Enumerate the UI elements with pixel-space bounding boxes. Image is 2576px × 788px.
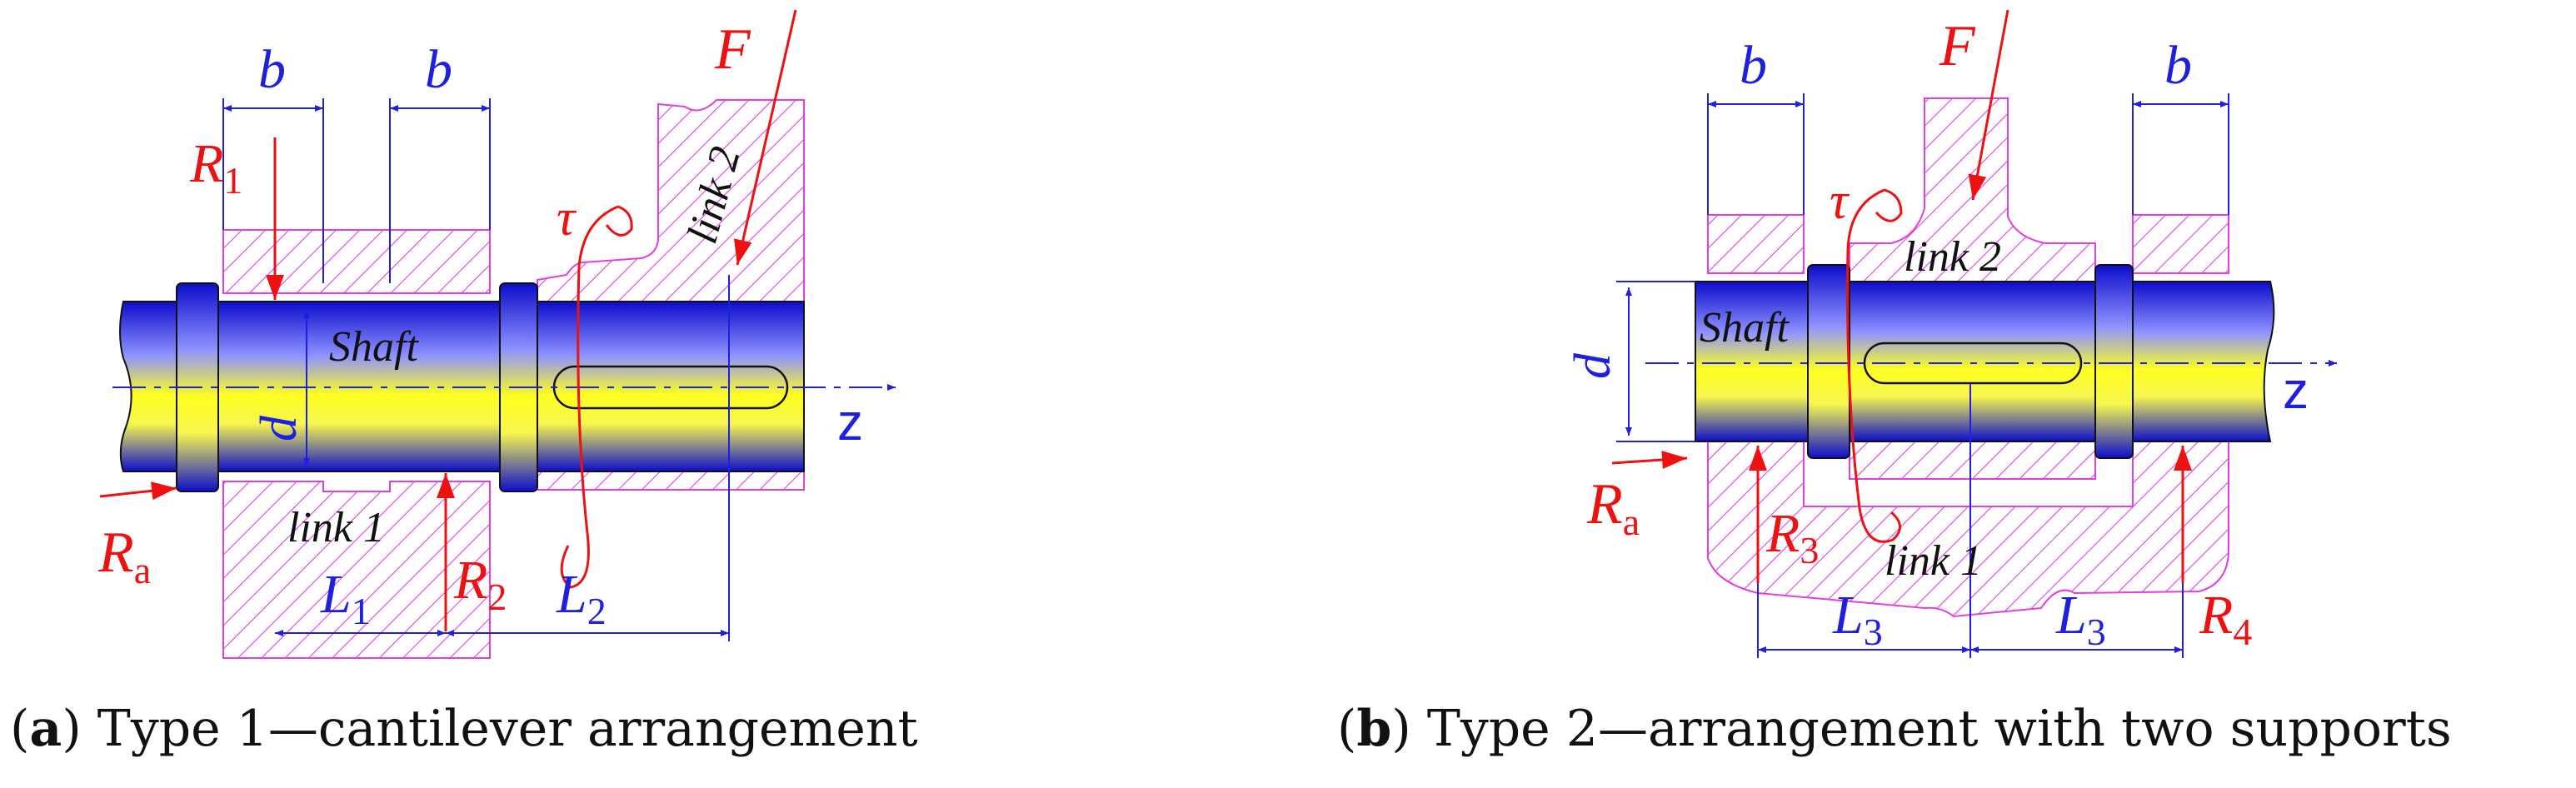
dim-d-b (1616, 281, 1695, 442)
label-L3a: L3 (1832, 585, 1883, 653)
dim-b-a (222, 98, 491, 283)
caption-b-letter: b (1356, 700, 1392, 758)
label-link1-a: link 1 (287, 504, 385, 551)
bearing-top-left-b (1707, 214, 1805, 274)
force-Ra-b (1611, 451, 1688, 469)
label-b2-a: b (425, 39, 452, 100)
label-R1: R1 (189, 133, 242, 202)
force-F-a (733, 9, 797, 266)
label-d-a: d (251, 415, 307, 441)
caption-a-letter: a (29, 700, 62, 758)
panel-a-diagram: b b R1 F τ link 2 Shaft d z Ra link 1 L1… (97, 9, 896, 659)
label-d-b: d (1565, 352, 1621, 379)
label-R3: R3 (1765, 503, 1819, 571)
label-tau-a: τ (557, 190, 577, 247)
shaft-collar-b1 (1807, 264, 1850, 459)
torque-tau-a-loop (605, 205, 633, 237)
torque-tau-b (1846, 188, 1901, 543)
dim-L-a (275, 275, 730, 641)
torque-tau-a (560, 205, 619, 589)
link1-hatch-b (1707, 441, 2229, 618)
label-R4: R4 (2199, 585, 2252, 653)
caption-b-text: Type 2—arrangement with two supports (1426, 700, 2452, 758)
label-L2: L2 (556, 564, 607, 632)
label-z-a: z (837, 394, 863, 451)
bearing-top-right-b (2132, 214, 2229, 274)
dim-b-b (1707, 93, 2229, 215)
label-shaft-b: Shaft (1700, 304, 1790, 352)
keyway-b (1863, 342, 2083, 385)
label-tau-b: τ (1830, 173, 1850, 230)
label-b1-a: b (258, 39, 286, 100)
label-b1-b: b (1740, 35, 1767, 96)
label-shaft-a: Shaft (329, 323, 419, 371)
force-F-b (1968, 9, 2009, 201)
label-link1-b: link 1 (1885, 537, 1982, 585)
link1-lower-hatch (222, 481, 491, 659)
label-L3b: L3 (2055, 585, 2106, 653)
label-L1: L1 (320, 564, 371, 632)
label-R2: R2 (453, 550, 507, 618)
label-F-a: F (714, 17, 751, 82)
label-z-b: z (2283, 362, 2309, 420)
caption-a: (a) Type 1—cantilever arrangement (10, 700, 918, 758)
caption-a-text: Type 1—cantilever arrangement (97, 700, 918, 758)
link1-upper-hatch (222, 229, 491, 294)
label-Ra-a: Ra (97, 521, 151, 591)
torque-tau-b-loop (1875, 188, 1903, 222)
label-b2-b: b (2164, 35, 2192, 96)
shaft-collar-b2 (2094, 264, 2134, 459)
label-Ra-b: Ra (1586, 472, 1640, 543)
panel-b-diagram: b b F τ link 2 Shaft d z Ra R3 link 1 L3… (1565, 9, 2337, 658)
force-Ra-a (99, 481, 177, 501)
caption-b: (b) Type 2—arrangement with two supports (1337, 700, 2452, 758)
label-link2-b: link 2 (1904, 233, 2001, 281)
label-F-b: F (1939, 14, 1976, 78)
